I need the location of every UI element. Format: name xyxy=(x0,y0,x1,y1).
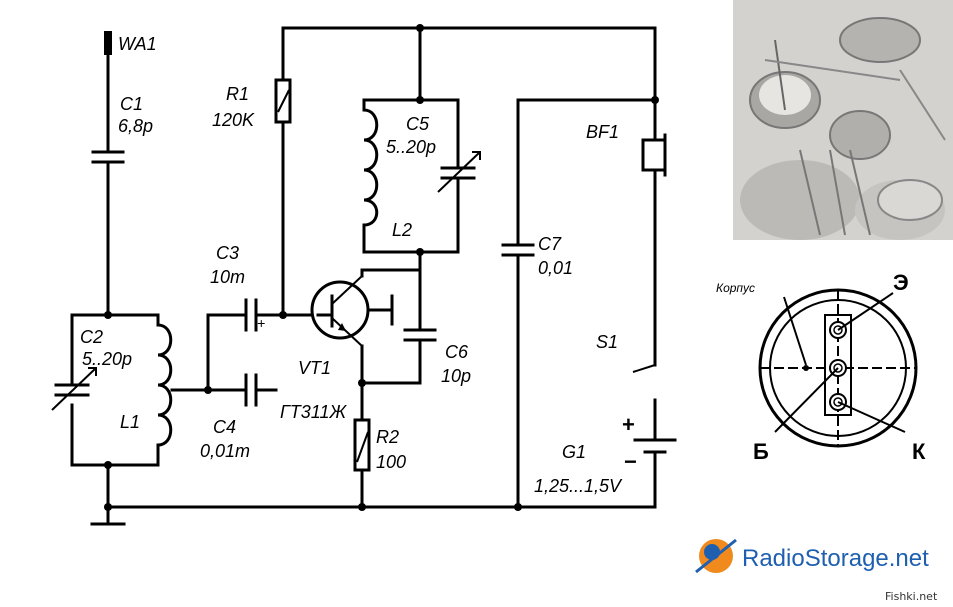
resistor-r1 xyxy=(274,26,292,317)
bf1-label: BF1 xyxy=(586,122,619,142)
resistor-r2 xyxy=(353,418,371,509)
c4-value: 0,01m xyxy=(200,441,250,461)
capacitor-c4 xyxy=(244,373,278,407)
c4-name: C4 xyxy=(213,417,236,437)
vt1-name: VT1 xyxy=(298,358,331,378)
earphone-bf1 xyxy=(641,98,667,367)
transistor-photo xyxy=(733,0,953,240)
r1-name: R1 xyxy=(226,84,249,104)
tank-l1-c2 xyxy=(51,313,173,514)
vt1-type: ГТ311Ж xyxy=(280,402,347,422)
tank-l2-c5 xyxy=(362,96,481,254)
g1-value: 1,25...1,5V xyxy=(534,476,623,496)
svg-text:+: + xyxy=(257,315,265,331)
l2-label: L2 xyxy=(392,220,412,240)
pinout-base-label: Б xyxy=(753,439,769,464)
transistor-vt1 xyxy=(310,250,422,422)
c7-value: 0,01 xyxy=(538,258,573,278)
wa1-label: WA1 xyxy=(118,34,157,54)
c5-value: 5..20p xyxy=(386,137,436,157)
logo-text: RadioStorage.net xyxy=(742,545,929,572)
c6-name: C6 xyxy=(445,342,469,362)
pinout-emitter-label: Э xyxy=(893,270,909,295)
s1-label: S1 xyxy=(596,332,618,352)
c7-name: C7 xyxy=(538,234,562,254)
capacitor-c6 xyxy=(360,328,437,385)
pinout-korpus-label: Корпус xyxy=(716,281,755,295)
l1-label: L1 xyxy=(120,412,140,432)
capacitor-c7 xyxy=(501,96,659,509)
g1-plus: + xyxy=(622,412,635,437)
c3-value: 10m xyxy=(210,267,245,287)
pinout-collector-label: К xyxy=(912,439,926,464)
antenna-wa1 xyxy=(104,31,112,154)
r1-value: 120K xyxy=(212,110,255,130)
g1-minus: − xyxy=(624,449,637,474)
r2-value: 100 xyxy=(376,452,406,472)
switch-s1 xyxy=(632,364,657,442)
watermark: Fishki.net xyxy=(885,590,938,603)
c5-name: C5 xyxy=(406,114,430,134)
g1-name: G1 xyxy=(562,442,586,462)
battery-g1 xyxy=(633,438,677,509)
c3-name: C3 xyxy=(216,243,239,263)
c1-name: C1 xyxy=(120,94,143,114)
pinout-diagram xyxy=(758,288,918,448)
c1-value: 6,8p xyxy=(118,116,153,136)
c6-value: 10p xyxy=(441,366,471,386)
ground-symbol xyxy=(90,510,126,526)
c2-name: C2 xyxy=(80,327,103,347)
capacitor-c1 xyxy=(91,150,125,317)
c2-value: 5..20p xyxy=(82,349,132,369)
r2-name: R2 xyxy=(376,427,399,447)
radiostorage-logo: RadioStorage.net xyxy=(695,538,929,574)
